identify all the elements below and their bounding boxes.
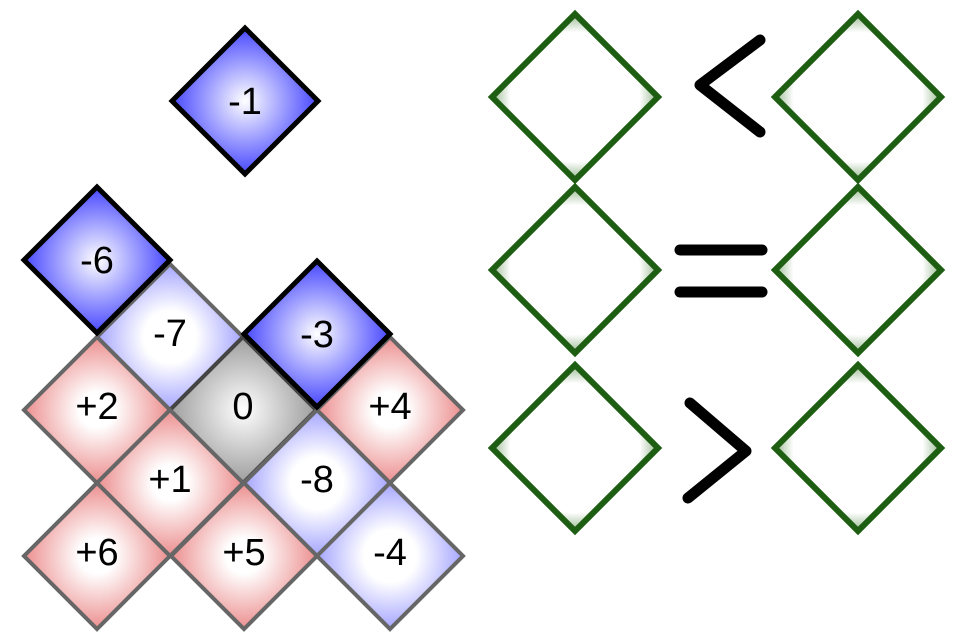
grid-tile[interactable]: -6: [20, 183, 174, 337]
right-slot[interactable]: [770, 182, 946, 358]
tile-label: -3: [300, 314, 334, 356]
tile-shape: [21, 480, 173, 632]
palette-tile[interactable]: -1: [168, 24, 322, 178]
grid-tile[interactable]: -4: [314, 480, 466, 632]
tile-label: 0: [232, 386, 253, 428]
tile-label: +1: [148, 459, 191, 501]
tile-label: -6: [80, 240, 114, 282]
tile-label: -8: [300, 459, 334, 501]
comparison-row-greater-than: [487, 360, 946, 536]
palette-tile-label: -1: [228, 81, 262, 123]
tile-shape: [240, 257, 394, 411]
grid-tile[interactable]: -3: [240, 257, 394, 411]
less-than-sign: [694, 34, 766, 138]
palette-tile-shape: [168, 24, 322, 178]
tile-shape: [168, 480, 320, 632]
greater-than-sign: [682, 397, 752, 504]
tile-shape: [20, 183, 174, 337]
right-slot[interactable]: [770, 9, 946, 185]
comparison-row-less-than: [487, 9, 946, 185]
tile-label: -4: [373, 532, 407, 574]
tile-label: +5: [222, 532, 265, 574]
comparison-row-equals: [487, 182, 946, 358]
right-slot[interactable]: [770, 360, 946, 536]
grid-tile[interactable]: +6: [21, 480, 173, 632]
tile-label: +4: [368, 386, 411, 428]
left-slot[interactable]: [487, 9, 663, 185]
left-slot[interactable]: [487, 182, 663, 358]
grid-tile[interactable]: +5: [168, 480, 320, 632]
tile-label: -7: [153, 313, 187, 355]
tile-label: +2: [75, 386, 118, 428]
tile-shape: [314, 480, 466, 632]
left-slot[interactable]: [487, 360, 663, 536]
equals-sign: [674, 244, 768, 298]
tile-label: +6: [75, 532, 118, 574]
